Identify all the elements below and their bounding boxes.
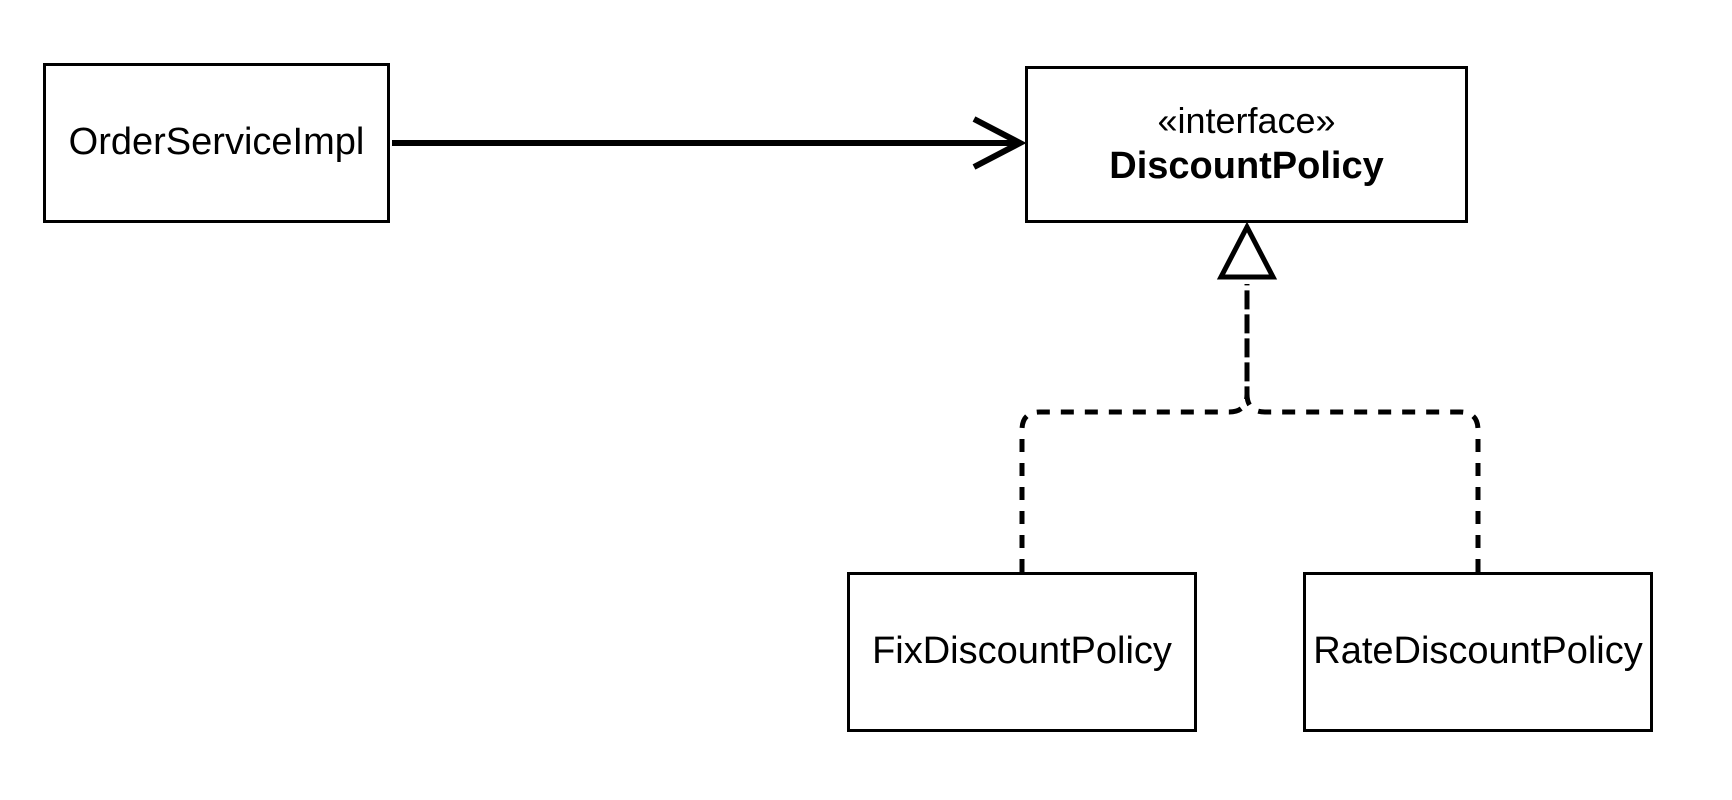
class-box-rate-discount-policy: RateDiscountPolicy bbox=[1303, 572, 1653, 732]
interface-name-discount-policy: DiscountPolicy bbox=[1109, 145, 1384, 188]
realization-edge-fix bbox=[1019, 284, 1250, 572]
class-name-fix-discount-policy: FixDiscountPolicy bbox=[872, 630, 1172, 673]
interface-box-discount-policy: «interface» DiscountPolicy bbox=[1025, 66, 1468, 223]
class-box-order-service-impl: OrderServiceImpl bbox=[43, 63, 390, 223]
realization-edge-rate bbox=[1244, 284, 1481, 572]
realization-triangle-icon bbox=[1216, 221, 1278, 280]
class-name-rate-discount-policy: RateDiscountPolicy bbox=[1313, 630, 1643, 673]
class-box-fix-discount-policy: FixDiscountPolicy bbox=[847, 572, 1197, 732]
interface-stereotype: «interface» bbox=[1157, 100, 1336, 142]
dependency-arrowhead-icon bbox=[972, 116, 1027, 170]
class-name-order-service-impl: OrderServiceImpl bbox=[68, 121, 365, 164]
